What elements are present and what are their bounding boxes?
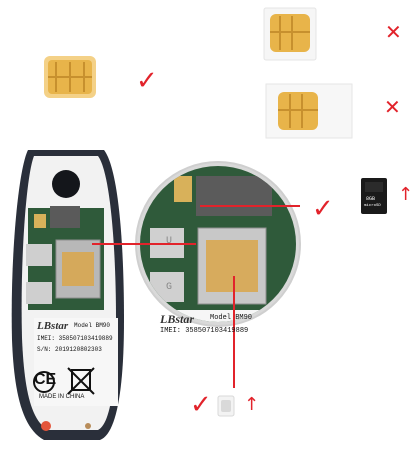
microsd-card [361,178,387,214]
insert-arrow: ↑ [398,184,414,205]
correct-mark: ✓ [312,194,334,224]
ce-mark: CE [34,371,57,388]
zoom-model: Model BM90 [210,314,253,322]
wrong-mark: ✕ [384,95,401,119]
indicator-lines [92,205,300,388]
mini-sim-card [265,83,353,139]
zoom-slot-letter: G [166,282,173,293]
wrong-mark: ✕ [385,20,402,44]
nano-sim-small [217,395,235,417]
phone-imei: IMEI: 358507103419889 [37,335,113,342]
correct-mark: ✓ [136,66,158,96]
zoom-lens [135,161,301,327]
insert-arrow: ↑ [244,394,260,415]
microsd-brand: microSD [364,204,381,208]
zoom-brand: LBstar [160,312,195,326]
nano-sim-card [44,56,96,98]
micro-sim-card [263,7,317,61]
phone-brand: LBstar [37,320,69,332]
phone-made-in: MADE IN CHINA [39,394,85,400]
phone-back [11,150,125,440]
phone-model: Model BM90 [74,322,111,329]
microsd-capacity: 8GB [366,196,376,202]
zoom-slot-letter: U [166,236,173,247]
zoom-imei: IMEI: 358507103419889 [160,327,249,335]
phone-serial: S/N: 2019120802303 [37,346,102,353]
correct-mark: ✓ [190,390,212,420]
